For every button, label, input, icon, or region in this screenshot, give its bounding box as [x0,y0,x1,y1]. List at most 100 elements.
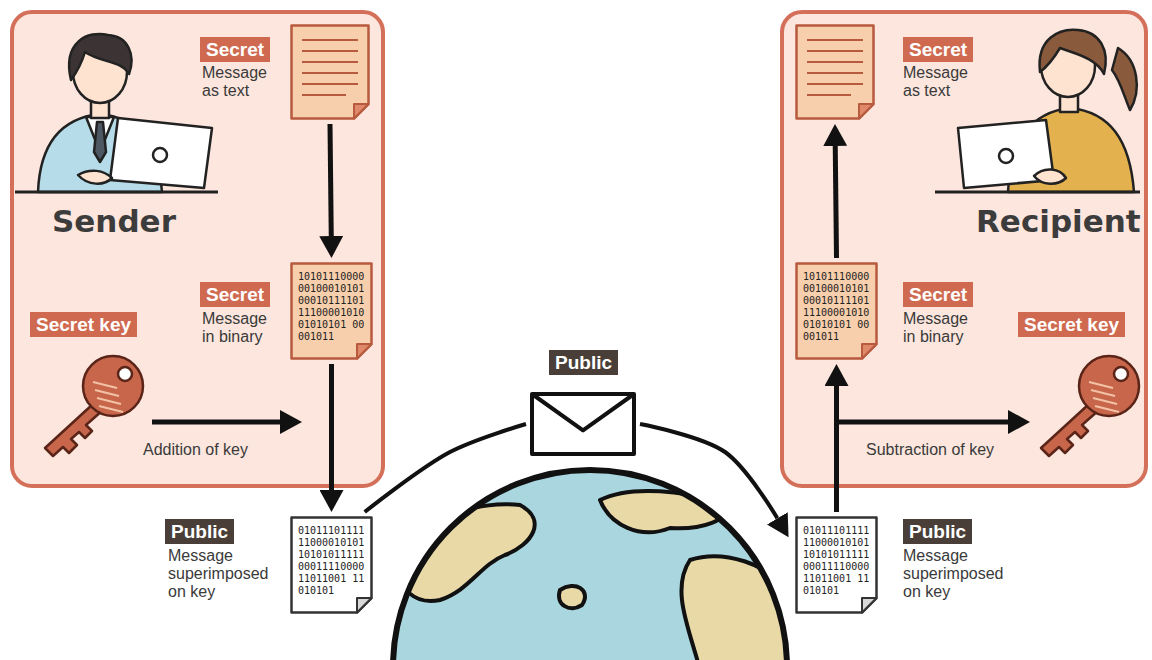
panel-backgrounds [12,12,1146,486]
recipient-person-part [1112,48,1137,110]
flow-arrow [835,146,836,258]
secret-key: Secret key [1030,352,1140,460]
text-document-shape [795,24,875,120]
secret-tag: Secret [903,37,973,62]
caption-text: Message as text [903,64,981,100]
public-document: 01011101111 11000010101 10101011111 0001… [795,516,878,614]
text-document: SecretMessage as text [795,24,875,120]
flow-arrow [834,386,839,512]
transmission-arc [640,424,777,518]
envelope-shape [530,392,636,456]
recipient-person-part [1040,30,1106,74]
binary-document: 10101110000 00100010101 00010111101 1110… [795,262,878,360]
binary-document-shape-part [797,264,877,359]
recipient-panel: SecretMessage as text10101110000 0010001… [780,10,1148,488]
sender-person-part [15,191,218,194]
binary-document-shape-part [357,344,372,359]
key-marking [93,382,117,388]
globe-part-part [600,491,724,532]
caption-text: Message superimposed on key [903,547,1015,601]
public-tag: Public [903,519,972,544]
globe [393,470,795,660]
key-marking [95,390,119,396]
public-document-shape-part [292,518,372,613]
text-line [807,61,863,63]
sender-person-part [94,122,106,162]
recipient-person-part [1034,169,1066,183]
binary-document: 10101110000 00100010101 00010111101 1110… [290,262,373,360]
binary-text: 01011101111 11000010101 10101011111 0001… [803,525,869,597]
key-drawing [1041,356,1139,456]
key-marking [99,406,123,412]
key-drawing [45,356,143,456]
public-document: 01011101111 11000010101 10101011111 0001… [290,516,373,614]
text-line [302,61,358,63]
binary-text: 01011101111 11000010101 10101011111 0001… [298,525,364,597]
secret-tag: Secret key [1018,312,1125,337]
secret-key: Secret key [28,352,150,460]
secret-tag: Secret [903,282,973,307]
sender-person-part [69,34,131,80]
text-document-shape-part [292,26,369,119]
key-drawing-part [1041,404,1099,456]
public-document-shape-part [357,598,372,613]
key-drawing-part [45,404,103,456]
addition-arrow [152,420,280,425]
secret-tag: Secret [200,282,270,307]
envelope: Public [530,392,636,456]
key-drawing-part [1114,367,1128,381]
text-line [302,72,358,74]
transmission-arc [365,424,526,512]
caption-text: Message in binary [202,310,280,346]
key-marking [1091,390,1115,396]
panel-background [12,12,383,486]
actor-name: Recipient [976,202,1141,240]
text-line [807,83,863,85]
caption-text: Message as text [202,64,280,100]
public-document-shape-part [862,598,877,613]
key-marking [1093,398,1117,404]
binary-text: 10101110000 00100010101 00010111101 1110… [298,271,364,343]
text-line [302,94,346,96]
sender-person [15,34,218,192]
binary-text: 10101110000 00100010101 00010111101 1110… [803,271,869,343]
recipient-person-part [935,191,1140,194]
public-tag: Public [549,350,618,375]
public-tag: Public [165,519,234,544]
text-line [807,72,863,74]
globe-part-part [559,586,585,608]
key-drawing-part [118,367,132,381]
text-line [302,83,358,85]
caption-text: Message superimposed on key [168,547,280,601]
globe-part [393,470,787,660]
secret-key-shape [1030,352,1140,460]
sender-person-part [110,118,212,188]
key-marking [1095,406,1119,412]
flow-arrow [329,364,334,490]
secret-key-shape [28,352,150,460]
text-line [302,50,358,52]
text-document: SecretMessage as text [290,24,370,120]
text-line [807,94,851,96]
text-document-shape-part [859,104,874,119]
arrow-label: Subtraction of key [866,440,994,459]
sender-person-part [78,171,112,184]
key-drawing-part [83,356,143,416]
actor-name: Sender [52,202,176,240]
sender-panel: SecretMessage as text10101110000 0010001… [10,10,385,488]
text-line [302,39,358,41]
caption-text: Message in binary [903,310,981,346]
text-document-shape [290,24,370,120]
recipient-person-part [999,149,1013,163]
envelope-shape-part [532,394,634,454]
envelope-shape-part [532,394,634,430]
subtraction-arrow [838,420,1008,425]
sender-person-part [153,148,167,162]
flow-arrow [330,124,331,236]
secret-tag: Secret [200,37,270,62]
text-line [807,50,863,52]
arrow-label: Addition of key [143,440,248,459]
key-marking [1089,382,1113,388]
globe-part [395,491,795,660]
